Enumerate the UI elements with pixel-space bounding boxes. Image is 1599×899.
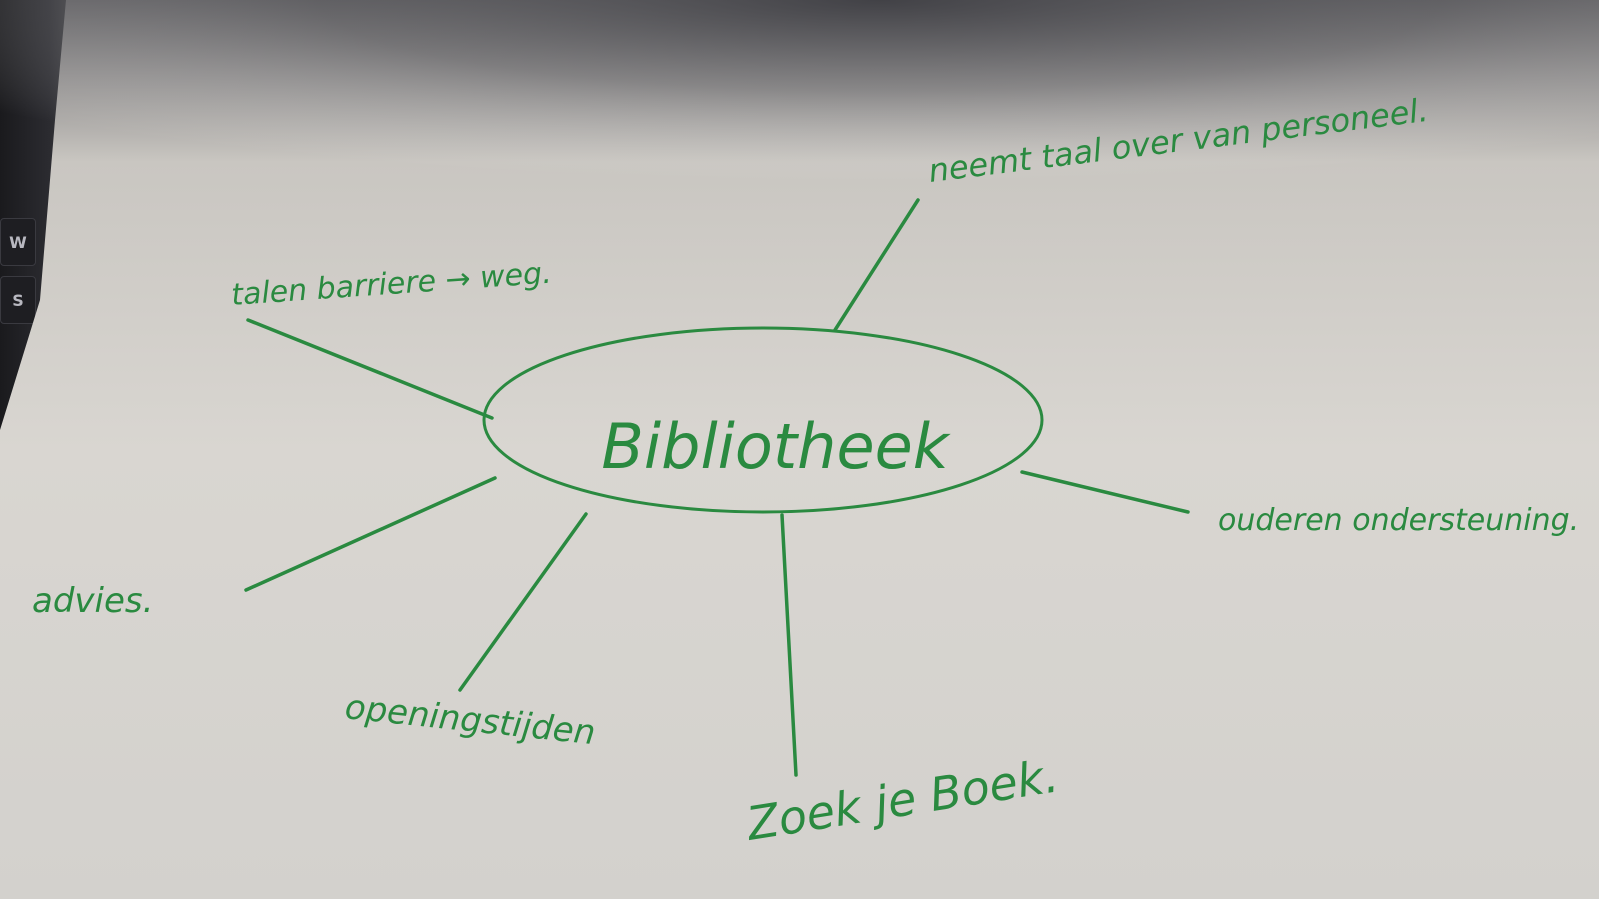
line-left bbox=[244, 476, 497, 592]
label-left: advies. bbox=[32, 581, 153, 621]
line-bottom bbox=[780, 513, 798, 777]
center-node: Bibliotheek bbox=[482, 326, 1044, 514]
paper-shadow bbox=[0, 0, 1599, 260]
line-right bbox=[1020, 470, 1190, 514]
center-label: Bibliotheek bbox=[601, 410, 950, 483]
line-top-right bbox=[833, 198, 920, 332]
branch-lines bbox=[244, 198, 1190, 777]
line-bottom-left bbox=[458, 512, 588, 692]
label-right: ouderen ondersteuning. bbox=[1218, 503, 1579, 538]
line-top-left bbox=[246, 318, 494, 420]
center-ellipse bbox=[482, 326, 1044, 514]
keyboard-key-s: S bbox=[0, 276, 36, 324]
